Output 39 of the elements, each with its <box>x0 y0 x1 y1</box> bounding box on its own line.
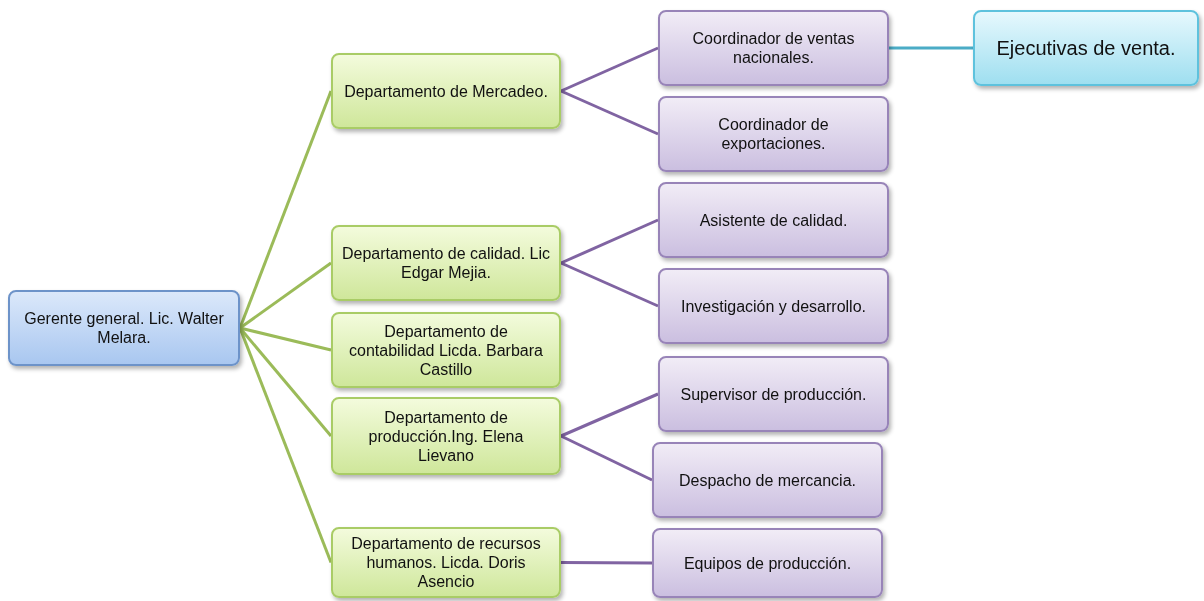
connector-line <box>239 261 332 330</box>
manager-box <box>8 290 240 366</box>
node-label: Ejecutivas de venta. <box>996 36 1176 60</box>
node-label: Departamento de Mercadeo. <box>344 81 548 101</box>
connector-line <box>560 89 659 136</box>
position-box <box>658 96 889 172</box>
position-box <box>658 10 889 86</box>
node-label: Departamento de contabilidad Licda. Barbara Castillo <box>348 321 544 379</box>
position-box <box>658 356 889 432</box>
node-label: Supervisor de producción. <box>680 384 867 404</box>
node-label: Despacho de mercancia. <box>679 470 856 490</box>
node-label: Coordinador de exportaciones. <box>717 115 830 153</box>
department-box <box>331 53 561 129</box>
connector-line <box>560 261 659 308</box>
position-box <box>658 268 889 344</box>
connector-line <box>560 218 659 265</box>
connector-line <box>560 46 659 93</box>
department-box <box>331 225 561 301</box>
position-box <box>652 528 883 598</box>
connector-line <box>889 46 973 50</box>
team-box <box>973 10 1199 86</box>
connector-line <box>239 326 332 352</box>
department-box <box>331 527 561 598</box>
connector-line <box>561 561 652 565</box>
connector-line <box>560 392 659 438</box>
node-label: Coordinador de ventas nacionales. <box>691 29 856 67</box>
node-label: Departamento de recursos humanos. Licda. Doris Asencio <box>350 534 542 591</box>
node-label: Equipos de producción. <box>683 553 852 573</box>
node-label: Asistente de calidad. <box>699 210 848 230</box>
department-box <box>331 312 561 388</box>
department-box <box>331 397 561 475</box>
position-box <box>658 182 889 258</box>
node-label: Departamento de calidad. Lic Edgar Mejia. <box>341 244 551 282</box>
node-label: Investigación y desarrollo. <box>681 296 866 316</box>
connector-line <box>560 434 653 482</box>
connector-line <box>238 90 333 329</box>
position-box <box>652 442 883 518</box>
node-label: Departamento de producción.Ing. Elena Lievano <box>367 407 525 465</box>
node-label: Gerente general. Lic. Walter Melara. <box>23 309 225 347</box>
